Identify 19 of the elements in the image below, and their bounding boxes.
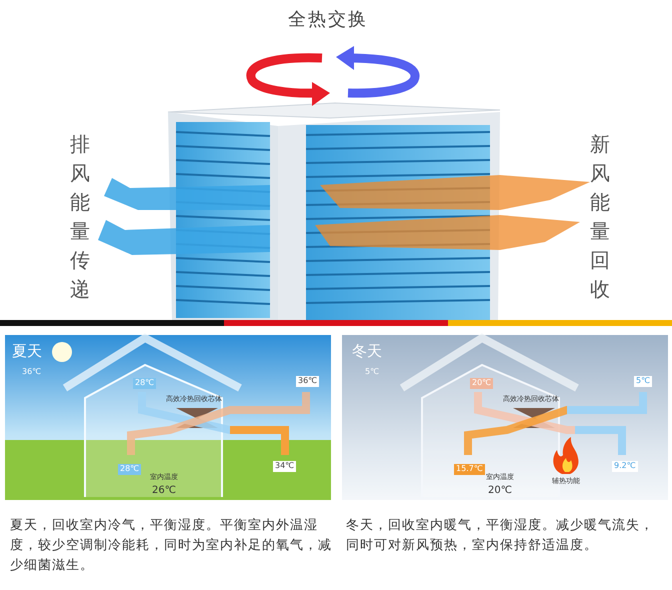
season-label: 夏天: [12, 343, 42, 360]
temperature-label: 9.2℃: [612, 461, 638, 472]
season-label: 冬天: [352, 343, 382, 360]
heading: 全热交换: [288, 10, 368, 30]
temperature-label: 20℃: [470, 378, 494, 389]
temperature-label: 20℃: [488, 485, 512, 496]
temperature-label: 34℃: [273, 461, 296, 472]
temperature-label: 36℃: [22, 368, 42, 377]
temperature-label: 15.7℃: [454, 464, 485, 475]
side-label: 排风能量传递: [70, 131, 90, 303]
description-text: 冬天，回收室内暖气，平衡湿度。减少暖气流失，同时可对新风预热，室内保持舒适温度。: [346, 517, 655, 556]
description-text: 夏天，回收室内冷气，平衡湿度。平衡室内外温湿度，较少空调制冷能耗，同时为室内补足的氧气，减少细菌滋生。: [10, 517, 332, 576]
side-label: 新风能量回收: [590, 131, 610, 303]
temperature-label: 26℃: [152, 485, 176, 496]
temperature-label: 5℃: [634, 376, 652, 387]
temperature-label: 5℃: [365, 368, 380, 377]
temperature-label: 36℃: [296, 376, 320, 387]
temperature-label: 28℃: [118, 464, 142, 475]
temperature-label: 28℃: [133, 378, 156, 389]
